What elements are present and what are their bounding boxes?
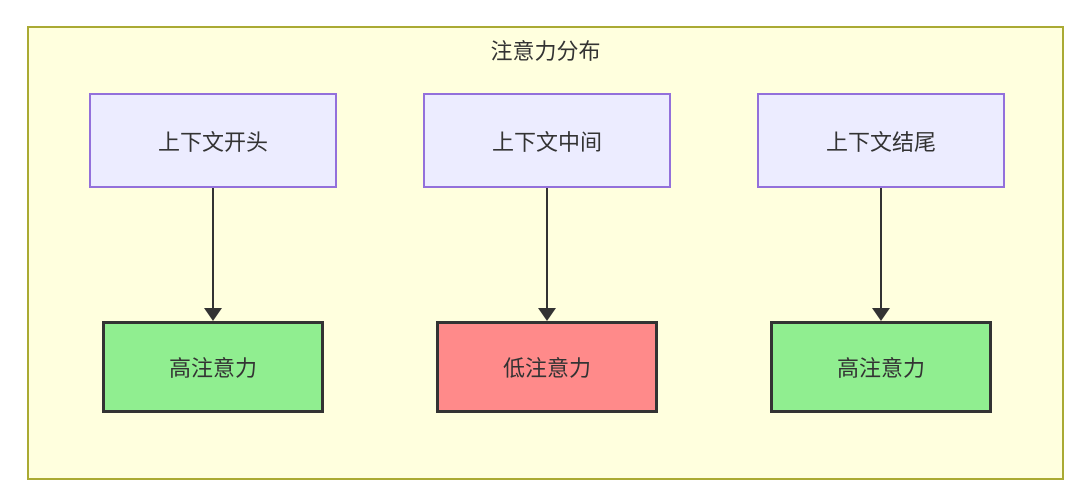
arrow-shaft — [212, 188, 214, 308]
arrowhead-icon — [872, 308, 890, 321]
arrow-shaft — [880, 188, 882, 308]
node-low-attention-label: 低注意力 — [502, 356, 591, 381]
node-context-start: 上下文开头 — [89, 93, 337, 188]
node-context-end-label: 上下文结尾 — [825, 129, 936, 155]
node-high-attention-1-label: 高注意力 — [168, 356, 257, 381]
node-high-attention-2: 高注意力 — [770, 321, 992, 413]
arrowhead-icon — [204, 308, 222, 321]
node-context-start-label: 上下文开头 — [157, 129, 268, 155]
node-context-end: 上下文结尾 — [757, 93, 1005, 188]
diagram-title: 注意力分布 — [490, 39, 601, 64]
arrow-shaft — [546, 188, 548, 308]
node-high-attention-1: 高注意力 — [102, 321, 324, 413]
arrowhead-icon — [538, 308, 556, 321]
node-context-middle-label: 上下文中间 — [491, 129, 602, 155]
node-low-attention: 低注意力 — [436, 321, 658, 413]
node-high-attention-2-label: 高注意力 — [836, 356, 925, 381]
node-context-middle: 上下文中间 — [423, 93, 671, 188]
